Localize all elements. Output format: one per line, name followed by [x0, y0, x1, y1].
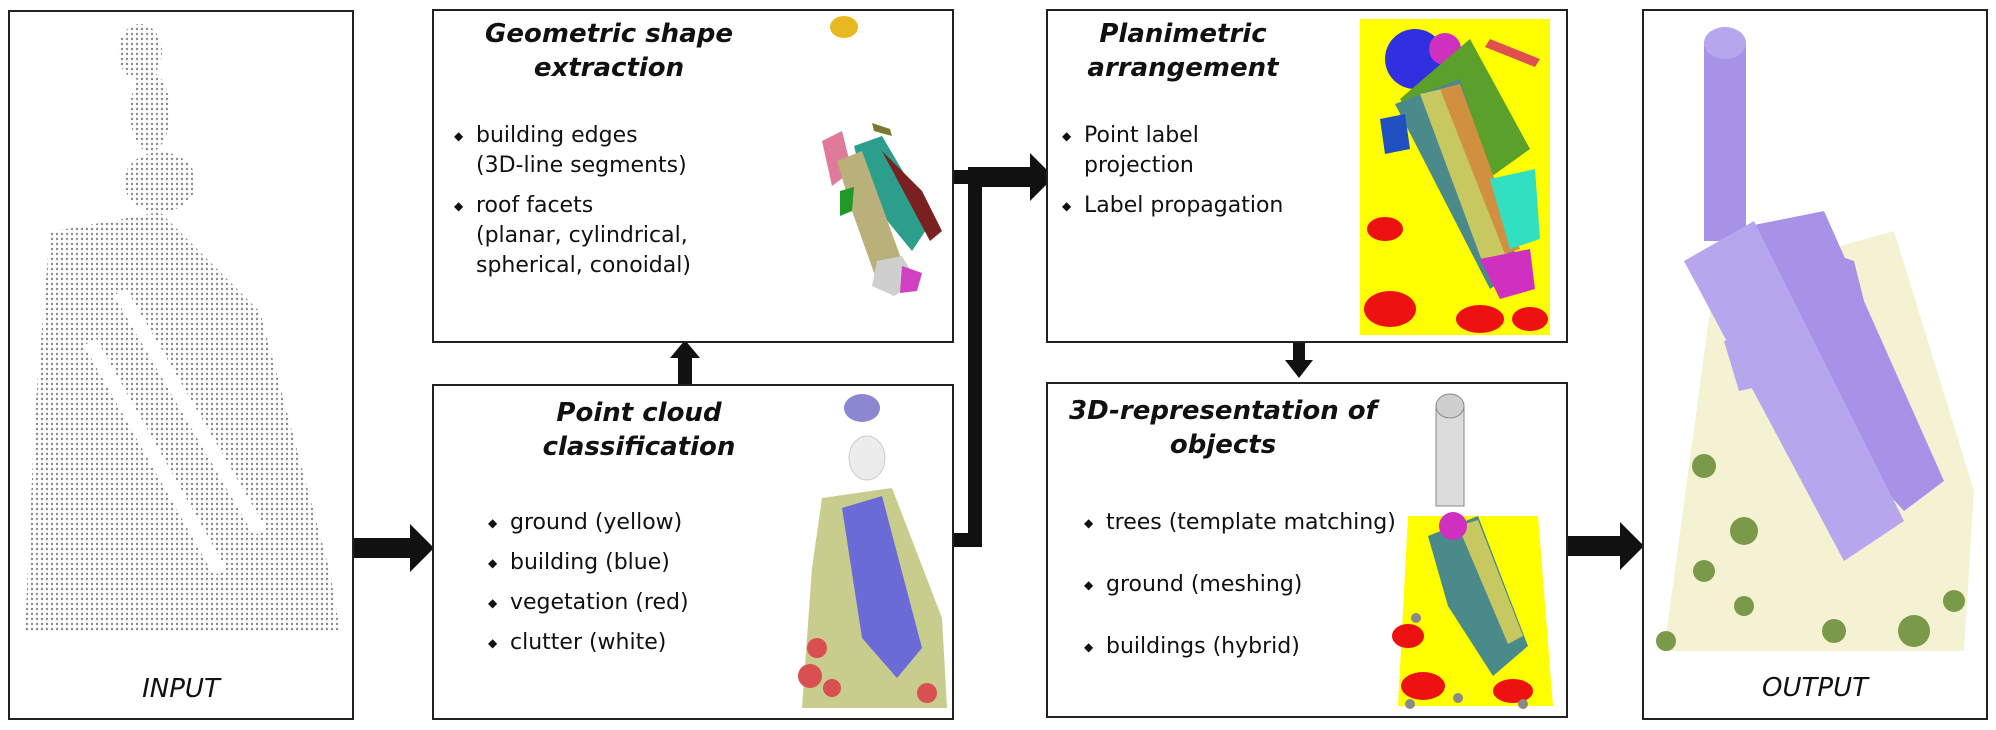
- representation-panel: 3D-representation of objects trees (temp…: [1046, 382, 1568, 718]
- arrow-classification-to-extraction: [678, 354, 692, 384]
- arrow-representation-to-output-head: [1620, 522, 1644, 570]
- arrangement-panel: Planimetric arrangement Point label proj…: [1046, 9, 1568, 343]
- classification-item: vegetation (red): [488, 588, 788, 618]
- arrangement-illustration: [1360, 19, 1550, 335]
- shape-extraction-illustration: [822, 16, 942, 296]
- representation-item: buildings (hybrid): [1084, 632, 1424, 662]
- representation-item: ground (meshing): [1084, 570, 1424, 600]
- arrangement-item: Label propagation: [1062, 191, 1322, 221]
- arrow-to-arrangement-head: [1030, 153, 1054, 201]
- classification-illustration: [798, 394, 947, 708]
- representation-title: 3D-representation of objects: [1068, 396, 1377, 460]
- classification-panel: Point cloud classification ground (yello…: [432, 384, 954, 720]
- arrow-to-arrangement: [968, 167, 1034, 187]
- arrow-input-to-classification-head: [410, 524, 434, 572]
- shape-extraction-item: building edges (3D-line segments): [454, 121, 754, 181]
- arrow-classification-to-extraction-head: [670, 340, 700, 358]
- classification-item: building (blue): [488, 548, 788, 578]
- representation-list: trees (template matching) ground (meshin…: [1084, 508, 1424, 672]
- arrow-representation-to-output: [1568, 536, 1626, 556]
- shape-extraction-title: Geometric shape extraction: [485, 19, 733, 83]
- output-3d-model-illustration: [1656, 27, 1974, 651]
- arrow-vertical-connector: [968, 170, 982, 547]
- arrangement-title: Planimetric arrangement: [1087, 19, 1279, 83]
- classification-title: Point cloud classification: [542, 398, 736, 462]
- shape-extraction-list: building edges (3D-line segments) roof f…: [454, 121, 754, 291]
- input-panel: INPUT: [8, 10, 354, 720]
- input-point-cloud-illustration: [25, 24, 340, 632]
- output-panel: OUTPUT: [1642, 9, 1988, 720]
- classification-list: ground (yellow) building (blue) vegetati…: [488, 508, 788, 668]
- shape-extraction-item: roof facets (planar, cylindrical, spheri…: [454, 191, 754, 281]
- shape-extraction-panel: Geometric shape extraction building edge…: [432, 9, 954, 343]
- input-caption: INPUT: [142, 674, 220, 704]
- arrow-arrangement-to-representation: [1293, 342, 1305, 364]
- arrangement-item: Point label projection: [1062, 121, 1322, 181]
- classification-item: ground (yellow): [488, 508, 788, 538]
- representation-illustration: [1392, 393, 1553, 709]
- representation-item: trees (template matching): [1084, 508, 1424, 538]
- output-caption: OUTPUT: [1762, 673, 1868, 703]
- arrow-arrangement-to-representation-head: [1285, 360, 1313, 378]
- arrow-input-to-classification: [352, 538, 414, 558]
- arrangement-list: Point label projection Label propagation: [1062, 121, 1322, 231]
- classification-item: clutter (white): [488, 628, 788, 658]
